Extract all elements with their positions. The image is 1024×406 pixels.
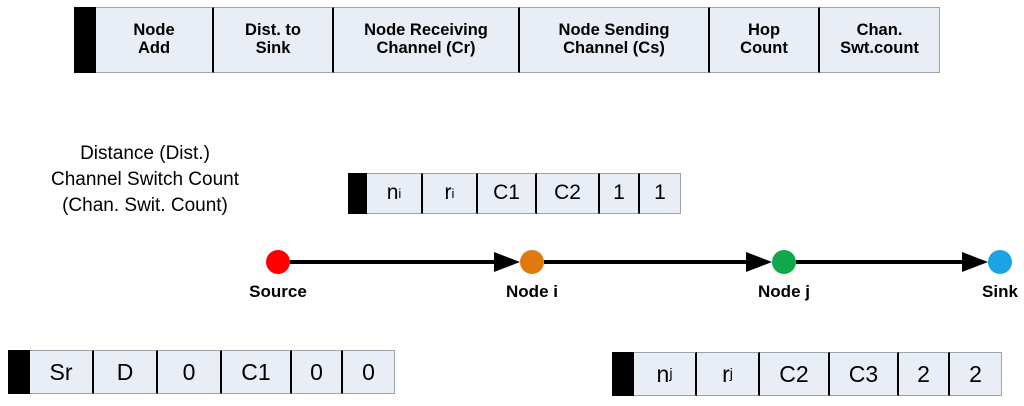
packet-cell-text: r [722,360,730,387]
header-cell: Chan. Swt.count [820,7,940,73]
packet-cell: Sr [30,350,94,394]
packet-cell: C1 [478,173,537,214]
header-cell: Node Receiving Channel (Cr) [334,7,520,73]
chain-arrowhead [962,252,988,272]
chain-node-label: Source [249,282,307,301]
chain-node-circle [772,250,796,274]
packet-cell: C2 [537,173,600,214]
chain-node-label: Sink [982,282,1018,301]
packet-cell: 1 [640,173,681,214]
legend-text: Distance (Dist.) Channel Switch Count (C… [51,143,239,217]
chain-node-circle [520,250,544,274]
packet-cell: C1 [222,350,292,394]
chain-arrowhead [494,252,520,272]
packet-lead-block [74,7,96,73]
packet-cell-text: r [444,181,452,205]
packet-lead-block [612,352,634,396]
header-cell: Dist. to Sink [214,7,334,73]
packet-cell: 2 [950,352,1002,396]
header-cell: Hop Count [710,7,820,73]
packet-cell: C3 [830,352,899,396]
packet-cell: C2 [760,352,830,396]
packet-cell: D [94,350,158,394]
header-cell: Node Add [96,7,214,73]
packet-cell: 0 [292,350,343,394]
chain-node-label: Node i [506,282,558,301]
packet-cell-text: n [656,360,670,387]
packet-cell: 0 [158,350,222,394]
node-chain-diagram: Source Node i Node j Sink [0,240,1024,318]
packet-cell: 1 [600,173,640,214]
packet-lead-block [8,350,30,394]
chain-arrowhead [746,252,772,272]
chain-node-circle [988,250,1012,274]
packet-lead-block [348,173,367,214]
node-chain-svg [266,250,1012,274]
chain-node-label: Node j [758,282,810,301]
packet-cell: 0 [343,350,395,394]
packet-cell: 2 [899,352,950,396]
packet-cell-text: n [386,181,399,205]
header-cell: Node Sending Channel (Cs) [520,7,710,73]
chain-node-circle [266,250,290,274]
